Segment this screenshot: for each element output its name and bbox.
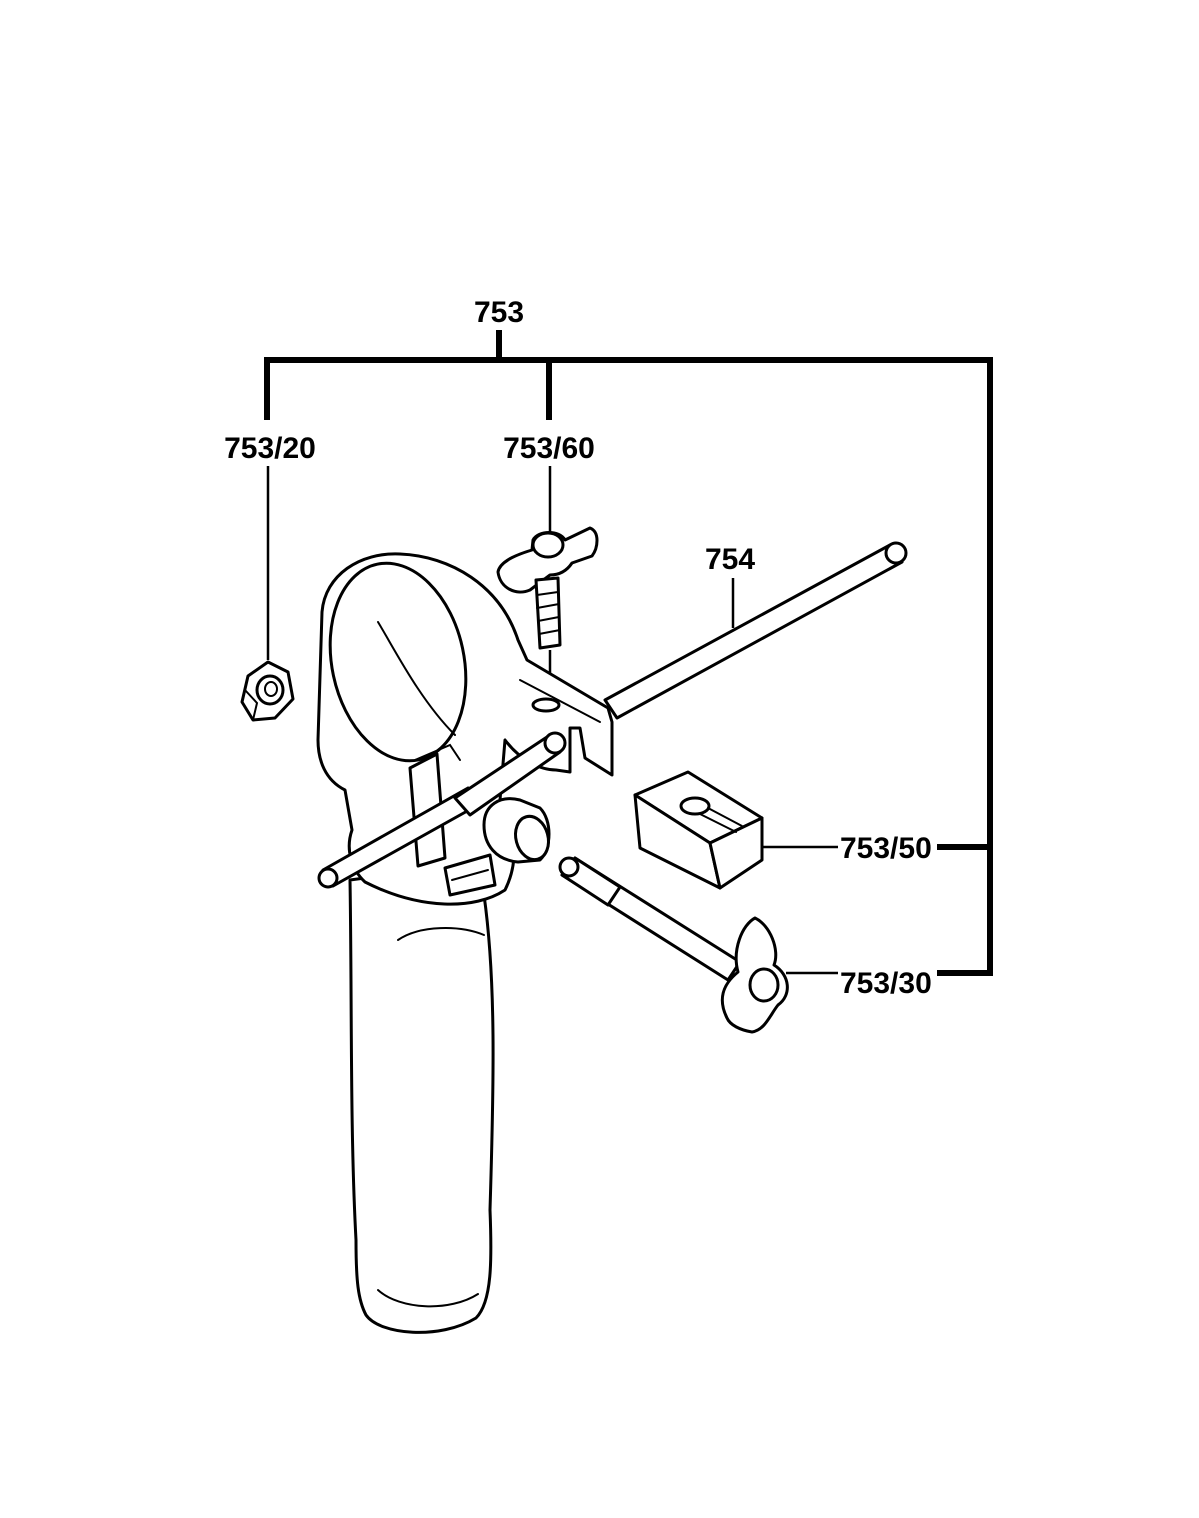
leader-lines: [266, 466, 838, 975]
wing-screw: [496, 526, 599, 650]
bracket-lines: [264, 330, 993, 976]
collar-body: [316, 552, 614, 906]
label-754: 754: [705, 543, 755, 576]
clamp-screw: [558, 856, 789, 1034]
label-753: 753: [474, 296, 524, 329]
clamp-block: [633, 770, 764, 890]
hex-nut: [240, 660, 295, 722]
side-knob: [482, 797, 551, 864]
handle-grip: [348, 873, 495, 1334]
label-753-60: 753/60: [503, 432, 595, 465]
label-753-50: 753/50: [840, 832, 932, 865]
depth-rod-left: [317, 731, 567, 889]
label-753-30: 753/30: [840, 967, 932, 1000]
label-753-20: 753/20: [224, 432, 316, 465]
depth-rod-754: [603, 541, 908, 720]
